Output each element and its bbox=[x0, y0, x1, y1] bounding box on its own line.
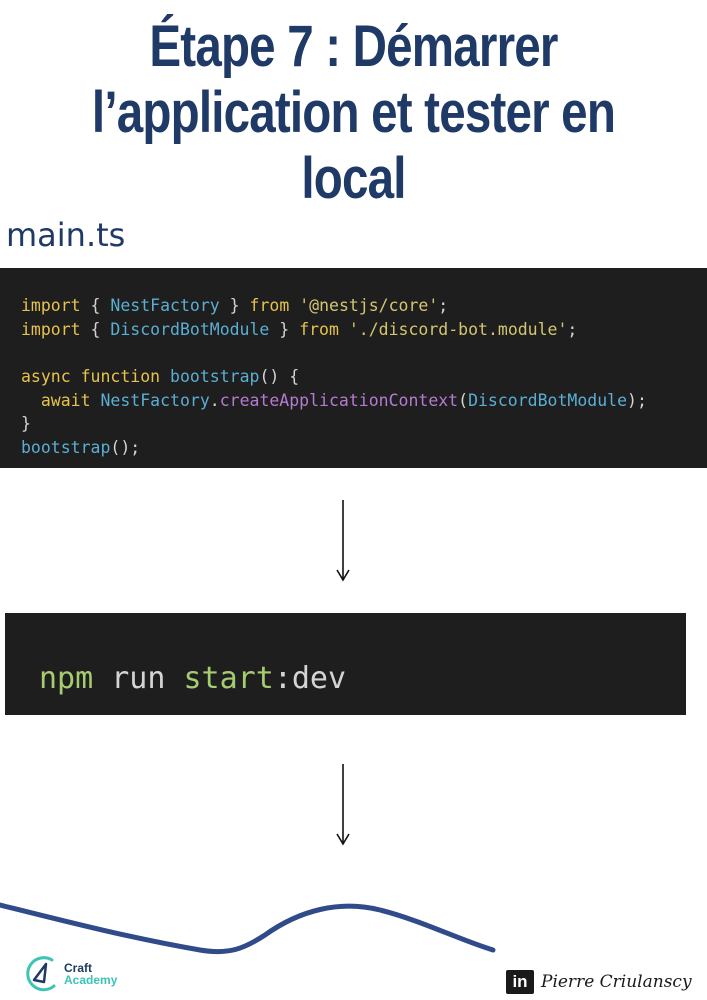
arrow-down-icon bbox=[336, 764, 350, 846]
code-token: { bbox=[80, 296, 111, 315]
npm-command: npm run start:dev bbox=[39, 661, 346, 696]
code-token bbox=[91, 391, 101, 410]
code-token: { bbox=[80, 319, 111, 339]
linkedin-icon[interactable]: in bbox=[506, 970, 534, 994]
code-token: ); bbox=[627, 390, 647, 410]
craft-academy-logo bbox=[26, 956, 56, 992]
arrow-down-icon bbox=[336, 500, 350, 582]
code-token: NestFactory bbox=[110, 296, 220, 315]
code-token: DiscordBotModule bbox=[110, 319, 270, 339]
code-token: import bbox=[21, 296, 81, 315]
code-token: . bbox=[209, 390, 220, 410]
code-token: (); bbox=[110, 438, 141, 458]
code-token bbox=[71, 367, 81, 386]
code-content: import { NestFactory } from '@nestjs/cor… bbox=[21, 294, 647, 460]
code-token: } bbox=[219, 296, 250, 315]
code-token: } bbox=[21, 414, 31, 434]
decorative-wave bbox=[0, 902, 496, 955]
code-token: async bbox=[21, 367, 71, 387]
code-line: import { DiscordBotModule } from './disc… bbox=[21, 318, 647, 342]
logo-line-1: Craft bbox=[64, 961, 93, 975]
page-title: Étape 7 : Démarrer l’application et test… bbox=[0, 14, 707, 212]
code-token: createApplicationContext bbox=[219, 390, 459, 410]
code-line bbox=[21, 341, 647, 365]
code-block-main-ts: import { NestFactory } from '@nestjs/cor… bbox=[0, 268, 707, 468]
cmd-start: start bbox=[183, 661, 274, 696]
code-token: '@nestjs/core' bbox=[299, 296, 439, 315]
code-line: async function bootstrap() { bbox=[21, 365, 647, 389]
code-token: from bbox=[249, 296, 290, 315]
code-line: } bbox=[21, 412, 647, 436]
logo-line-2: Academy bbox=[64, 973, 118, 987]
code-token: function bbox=[80, 367, 161, 387]
title-line-1: Étape 7 : Démarrer bbox=[149, 14, 558, 79]
code-token bbox=[289, 296, 299, 315]
code-token bbox=[339, 320, 349, 339]
cmd-npm: npm bbox=[39, 661, 94, 696]
logo-text: Craft Academy bbox=[64, 962, 117, 986]
file-name: main.ts bbox=[6, 216, 126, 254]
code-token: NestFactory bbox=[100, 390, 210, 410]
code-token: } bbox=[269, 319, 300, 339]
terminal-command-block: npm run start:dev bbox=[5, 613, 686, 715]
code-line: import { NestFactory } from '@nestjs/cor… bbox=[21, 294, 647, 318]
code-line: bootstrap(); bbox=[21, 436, 647, 460]
code-token: bootstrap bbox=[21, 438, 111, 458]
title-line-2: l’application et tester en local bbox=[91, 80, 616, 211]
code-token: () { bbox=[259, 367, 300, 387]
author-signature: Pierre Criulanscy bbox=[541, 972, 692, 992]
code-token: ( bbox=[458, 390, 469, 410]
cmd-dev: :dev bbox=[273, 661, 347, 696]
code-token: await bbox=[21, 390, 91, 410]
code-token: './discord-bot.module' bbox=[348, 319, 568, 339]
code-token: ; bbox=[438, 296, 449, 315]
code-token: DiscordBotModule bbox=[468, 390, 628, 410]
code-token: from bbox=[299, 319, 339, 339]
code-token bbox=[160, 367, 170, 386]
cmd-run: run bbox=[93, 661, 184, 696]
code-token: bootstrap bbox=[170, 367, 260, 387]
code-token: ; bbox=[567, 319, 578, 339]
code-token: import bbox=[21, 319, 81, 339]
code-line: await NestFactory.createApplicationConte… bbox=[21, 389, 647, 413]
